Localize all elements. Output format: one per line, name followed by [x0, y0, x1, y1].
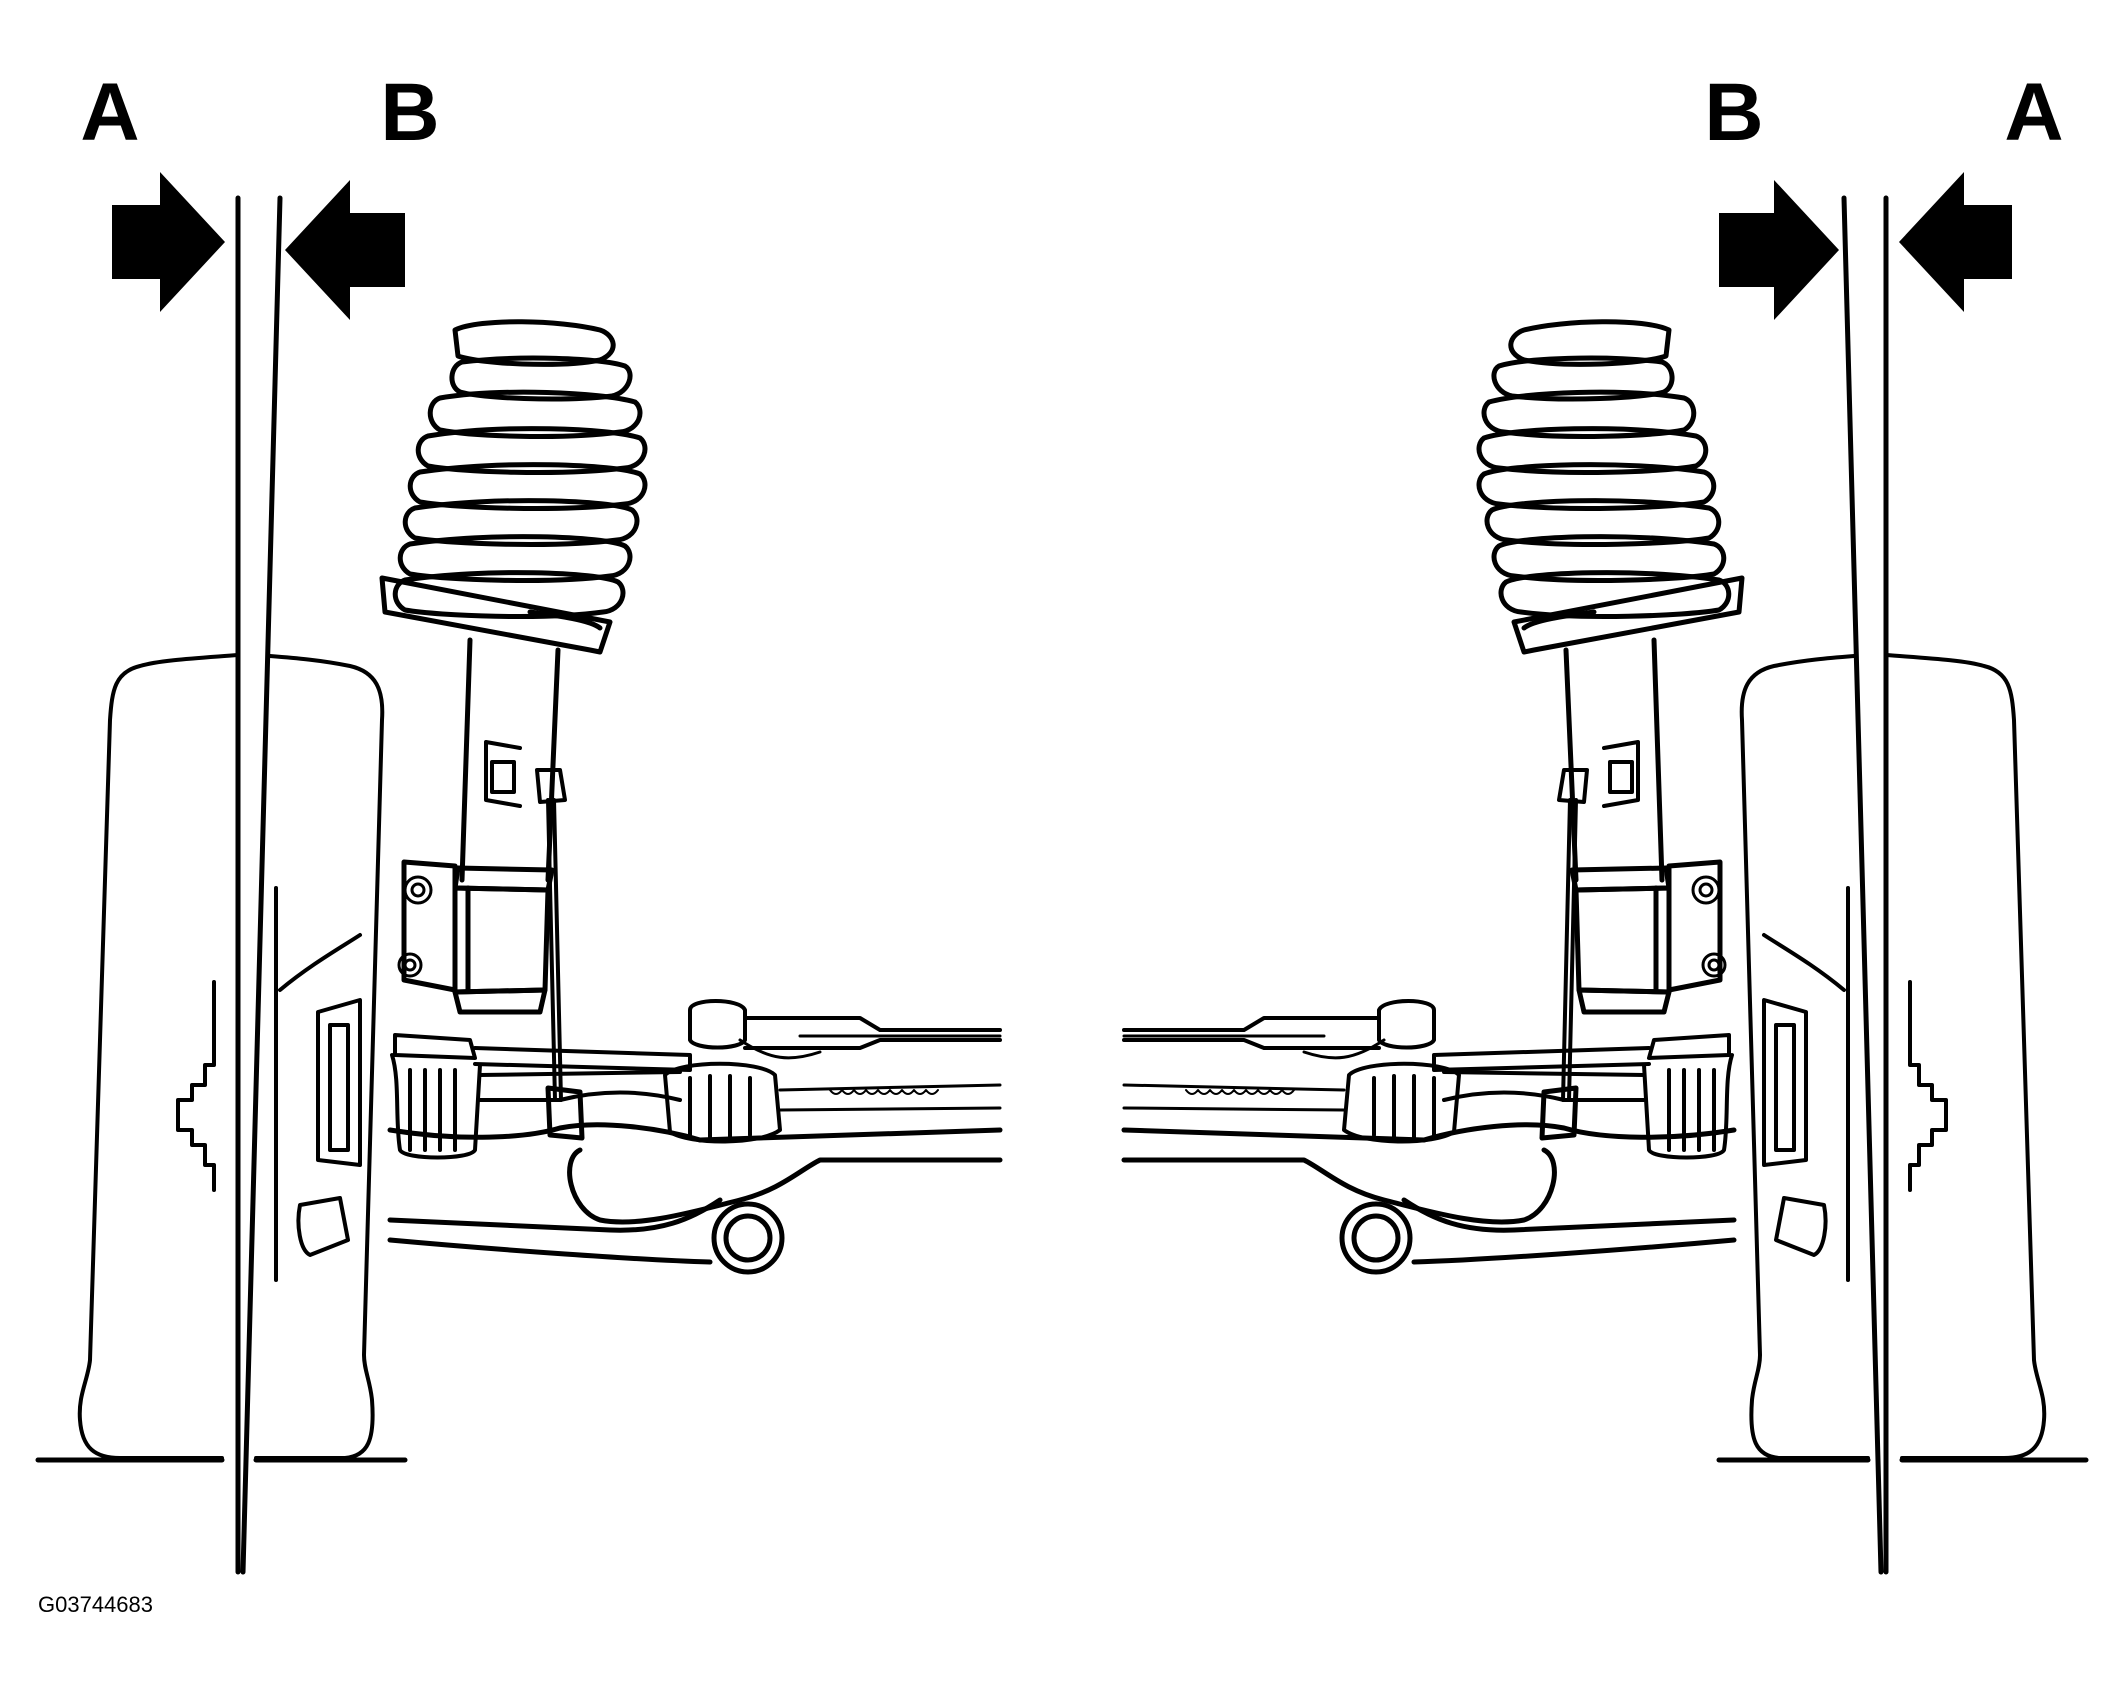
- right-wheel-assembly: [1124, 172, 2086, 1572]
- left-wheel-assembly: [38, 172, 1000, 1572]
- label-a-left: A: [80, 67, 139, 158]
- label-b-right: B: [1704, 67, 1763, 158]
- label-a-right: A: [2004, 67, 2063, 158]
- figure-id: G03744683: [38, 1592, 153, 1617]
- label-b-left: B: [380, 67, 439, 158]
